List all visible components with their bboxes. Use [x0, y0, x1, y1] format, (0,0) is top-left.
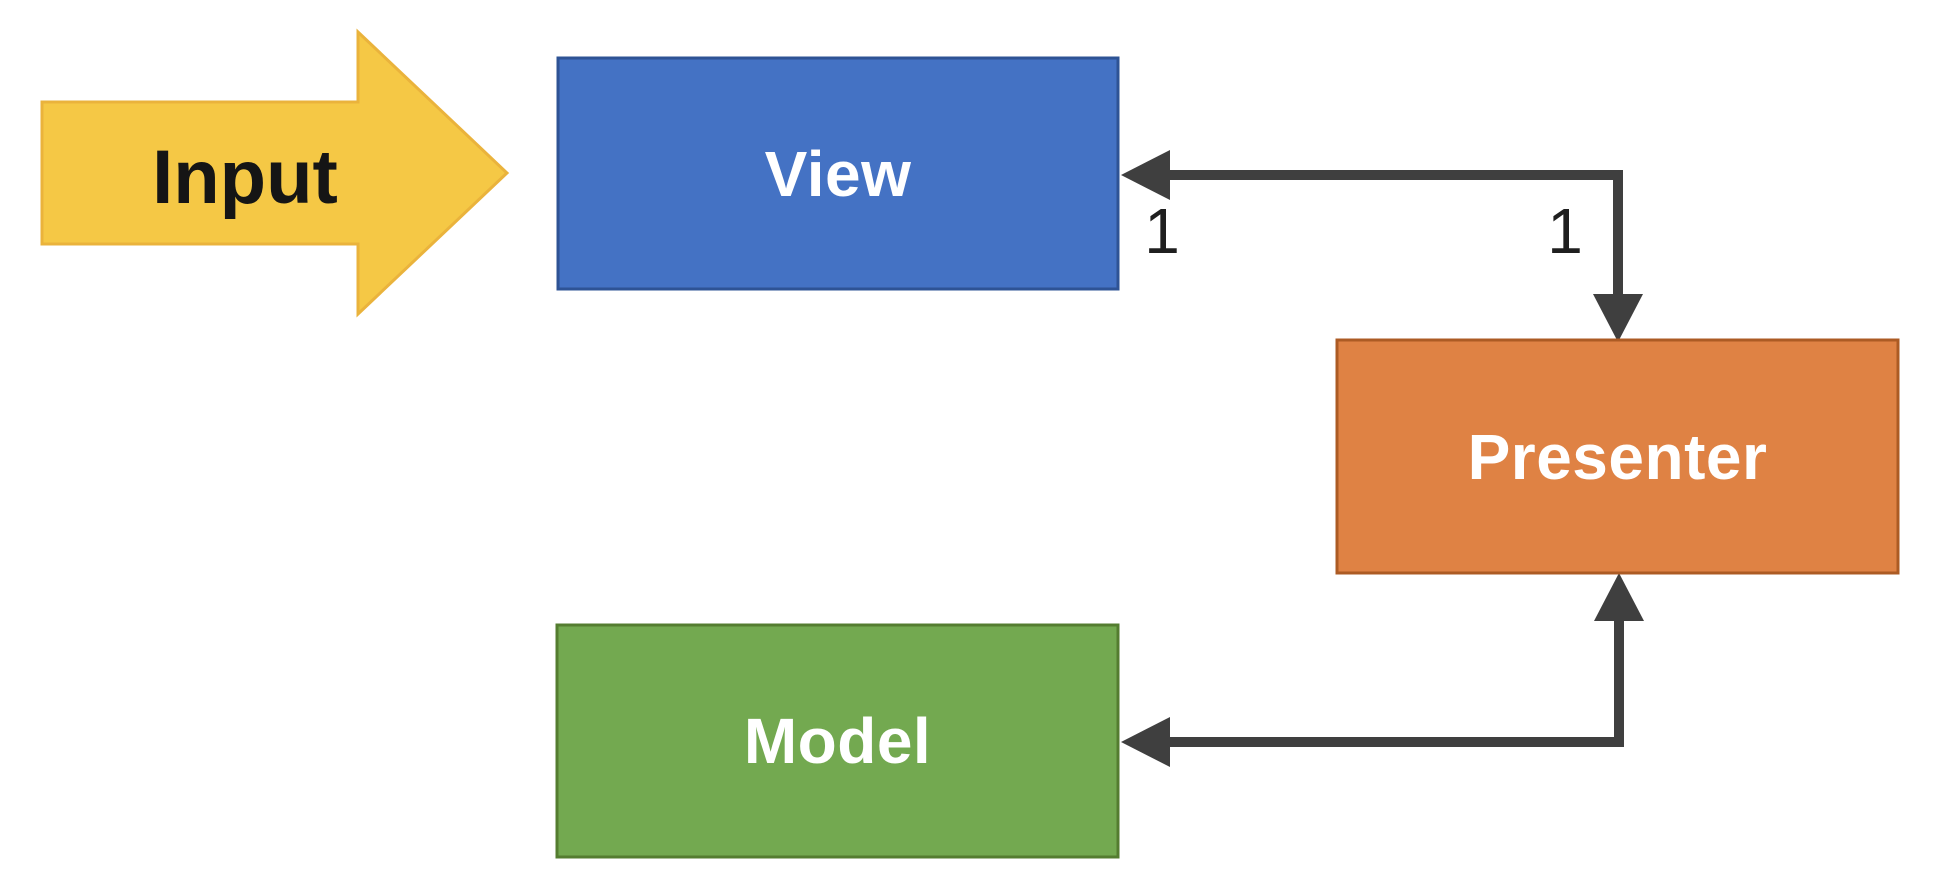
arrowhead-into-presenter-bottom-icon	[1594, 573, 1644, 621]
input-block-arrow	[40, 28, 510, 318]
arrowhead-into-model-icon	[1121, 717, 1170, 767]
presenter-node-box	[1335, 338, 1900, 575]
arrowhead-into-presenter-top-icon	[1593, 294, 1643, 342]
model-node-box	[555, 623, 1120, 859]
view-presenter-connector-line	[1166, 170, 1623, 298]
presenter-model-connector-line	[1166, 620, 1624, 747]
view-node-box	[556, 56, 1120, 291]
arrowhead-into-view-icon	[1121, 150, 1170, 200]
